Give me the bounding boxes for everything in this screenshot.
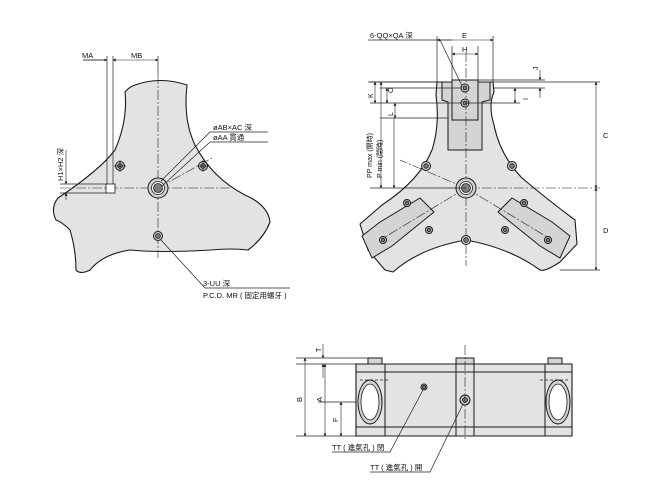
label-mb: MB [131,51,142,60]
label-p-min: P min (閉時) [376,140,384,178]
label-pcd: P.C.D. MR ( 固定用螺牙 ) [203,290,287,300]
label-i: I [523,98,530,100]
label-e: E [462,31,467,40]
base-plate-view: MA MB øAB×AC 深 øAA 貫通 H1×H2 深 3-UU 深 P.C… [52,51,290,300]
label-l: L [388,112,395,116]
label-b: B [295,397,304,402]
label-aa: øAA 貫通 [213,132,245,142]
label-h: H [462,45,467,54]
label-c: C [603,131,609,140]
label-ma: MA [82,51,93,60]
label-tt-open: TT ( 進氣孔 ) 開 [370,462,422,472]
label-t: T [316,347,323,352]
label-pp-max: PP max (開時) [366,133,374,178]
label-f: F [331,417,340,422]
gripper-side-view: T B A F TT ( 進氣孔 ) 閉 TT ( 進氣孔 ) 開 [295,344,573,473]
base-plate-outline [52,79,271,274]
label-h1h2: H1×H2 深 [56,147,65,181]
label-d: D [603,226,609,235]
label-j: J [533,67,540,71]
label-a: A [315,397,324,402]
label-tt-close: TT ( 進氣孔 ) 閉 [332,442,384,452]
label-uu: 3-UU 深 [203,279,231,288]
label-o: O [388,87,395,93]
lower-left-jaw [361,197,435,259]
label-ab-ac: øAB×AC 深 [213,123,252,132]
label-qq: 6-QQ×QA 深 [370,31,413,40]
lower-right-jaw [497,197,571,259]
gripper-top-view: 6-QQ×QA 深 E H J I O K L PP max (開時) P mi… [359,31,609,273]
label-k: K [368,93,375,98]
